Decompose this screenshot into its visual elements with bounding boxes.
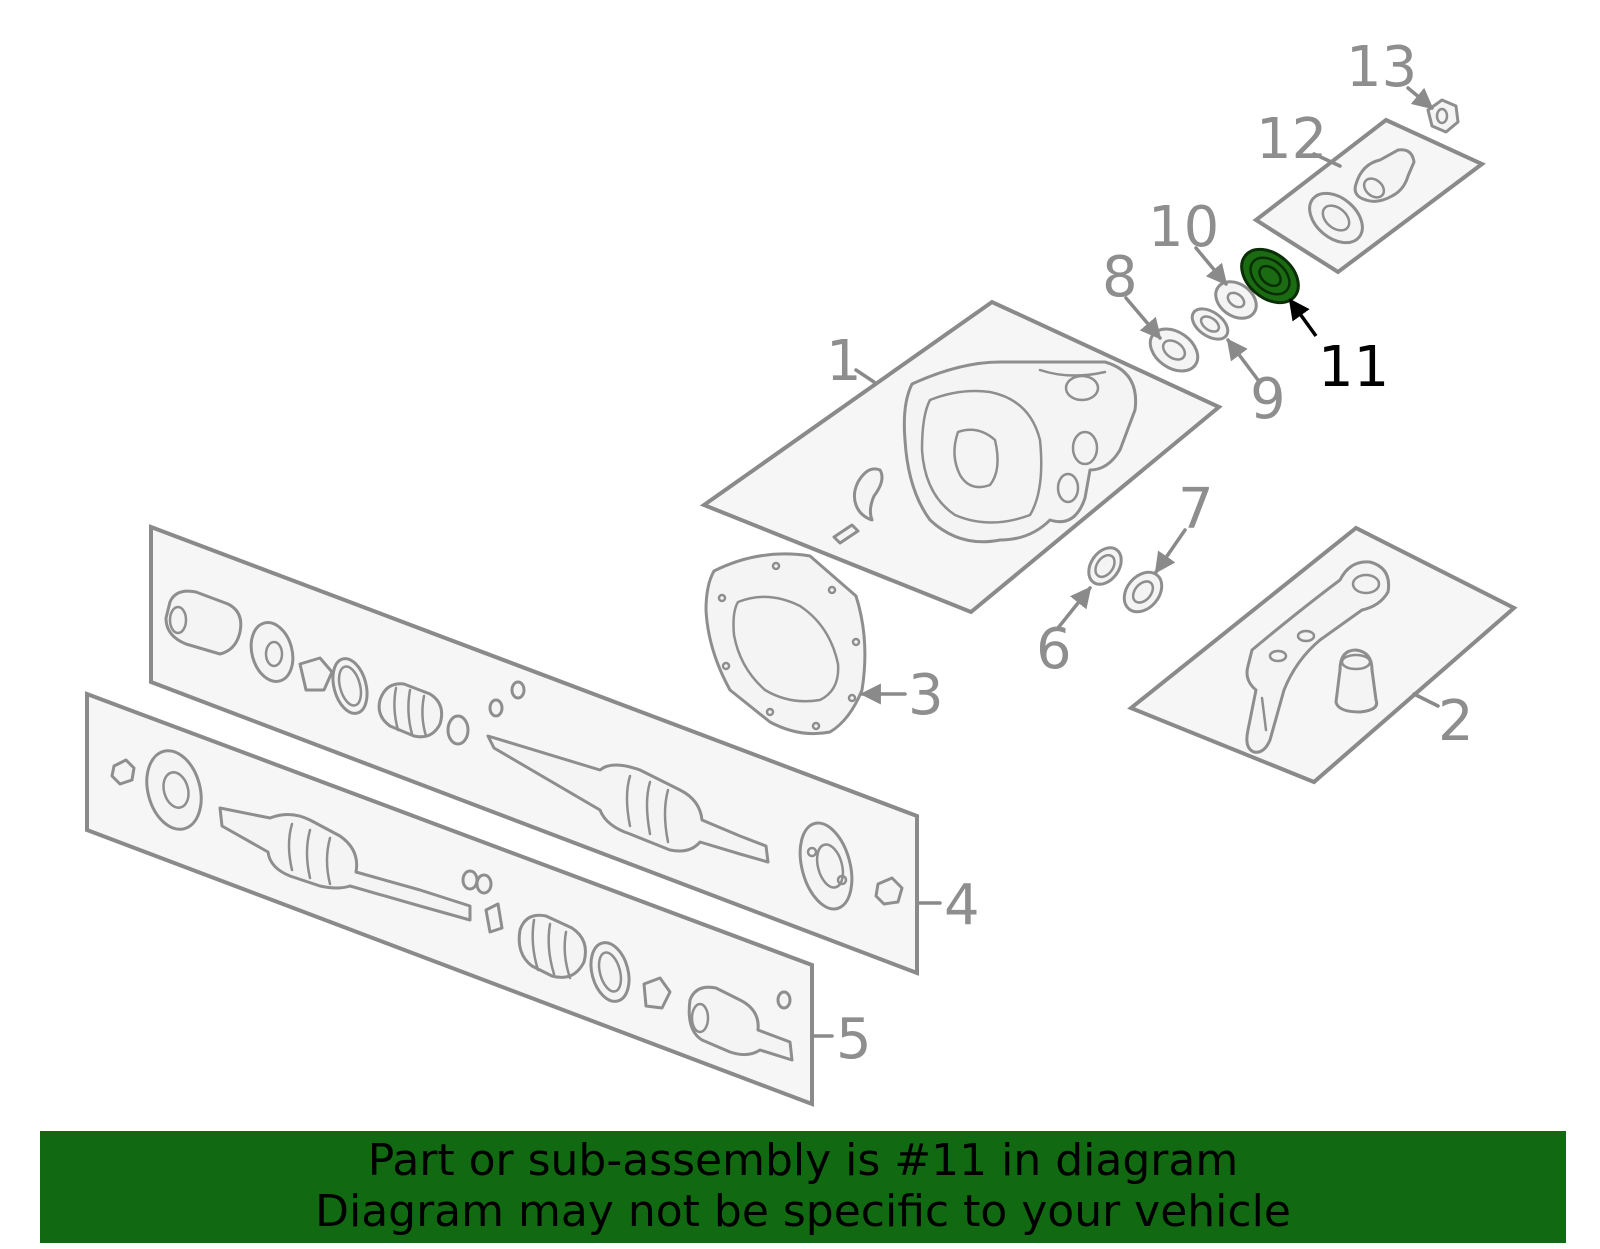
differential-cover-group[interactable]: 3 xyxy=(704,552,944,736)
callout-13[interactable]: 13 xyxy=(1346,35,1417,100)
clip-c xyxy=(461,869,479,891)
pinion-seal-11 xyxy=(1240,247,1300,305)
callout-5[interactable]: 5 xyxy=(836,1007,872,1072)
tripod xyxy=(298,656,334,692)
callout-7[interactable]: 7 xyxy=(1178,477,1214,542)
callout-12[interactable]: 12 xyxy=(1256,107,1327,172)
mount-bracket xyxy=(1245,560,1391,754)
outer-cv-joint xyxy=(687,985,794,1062)
wheel-hub xyxy=(798,821,854,911)
callout-6[interactable]: 6 xyxy=(1036,617,1072,682)
clip-d xyxy=(475,873,493,895)
yoke-seal xyxy=(1308,191,1364,245)
seal-7-group[interactable]: 7 xyxy=(1117,477,1214,619)
pinion-yoke xyxy=(1353,148,1416,203)
pinion-nut-13 xyxy=(1426,98,1460,134)
spacer-9 xyxy=(1190,307,1230,341)
banner-line-1: Part or sub-assembly is #11 in diagram xyxy=(367,1135,1239,1186)
seal-7 xyxy=(1122,570,1164,614)
boot-clamp-a xyxy=(331,657,369,715)
mount-bracket-group[interactable]: 2 xyxy=(1127,525,1518,785)
carrier-housing-group[interactable]: 1 xyxy=(699,299,1223,615)
seal-6-group[interactable]: 6 xyxy=(1036,542,1128,682)
pinion-yoke-group[interactable]: 12 xyxy=(1252,107,1486,275)
panel-2 xyxy=(1127,525,1518,785)
info-banner: Part or sub-assembly is #11 in diagram D… xyxy=(40,1131,1566,1243)
breather-vent xyxy=(852,467,884,522)
inner-cv-joint xyxy=(164,589,243,656)
banner-line-2: Diagram may not be specific to your vehi… xyxy=(315,1186,1291,1237)
differential-cover xyxy=(704,552,867,736)
callout-4[interactable]: 4 xyxy=(944,873,980,938)
pinion-nut-13-group[interactable]: 13 xyxy=(1346,35,1460,134)
callout-9[interactable]: 9 xyxy=(1250,367,1286,432)
clip-f xyxy=(776,990,792,1010)
carrier-housing xyxy=(902,360,1138,544)
bearing-8-group[interactable]: 8 xyxy=(1102,245,1206,380)
pinion-seal-11-group[interactable]: 11 xyxy=(1231,239,1389,400)
callout-1[interactable]: 1 xyxy=(826,329,862,394)
washer-10 xyxy=(1214,280,1258,320)
axle-shaft-5-group[interactable]: 5 xyxy=(85,691,872,1107)
callout-11[interactable]: 11 xyxy=(1318,335,1389,400)
hub-nut xyxy=(874,876,904,906)
hub-nut-left xyxy=(110,758,136,786)
tripod-ring xyxy=(249,621,295,683)
washer-10-group[interactable]: 10 xyxy=(1148,195,1263,326)
callout-3[interactable]: 3 xyxy=(908,663,944,728)
seal-6 xyxy=(1087,546,1123,586)
wheel-hub-left xyxy=(145,749,203,831)
clip-e xyxy=(484,902,504,934)
clamp-small xyxy=(446,714,470,746)
callout-2[interactable]: 2 xyxy=(1438,689,1474,754)
axle-shaft-5 xyxy=(218,806,472,922)
callout-8[interactable]: 8 xyxy=(1102,245,1138,310)
clip-a xyxy=(510,680,526,700)
vent-bolt xyxy=(832,523,860,545)
callout-10[interactable]: 10 xyxy=(1148,195,1219,260)
axle-shaft-4-group[interactable]: 4 xyxy=(149,524,980,976)
spacer-9-group[interactable]: 9 xyxy=(1187,303,1286,432)
tripod-left xyxy=(642,976,672,1010)
clip-b xyxy=(488,698,504,718)
